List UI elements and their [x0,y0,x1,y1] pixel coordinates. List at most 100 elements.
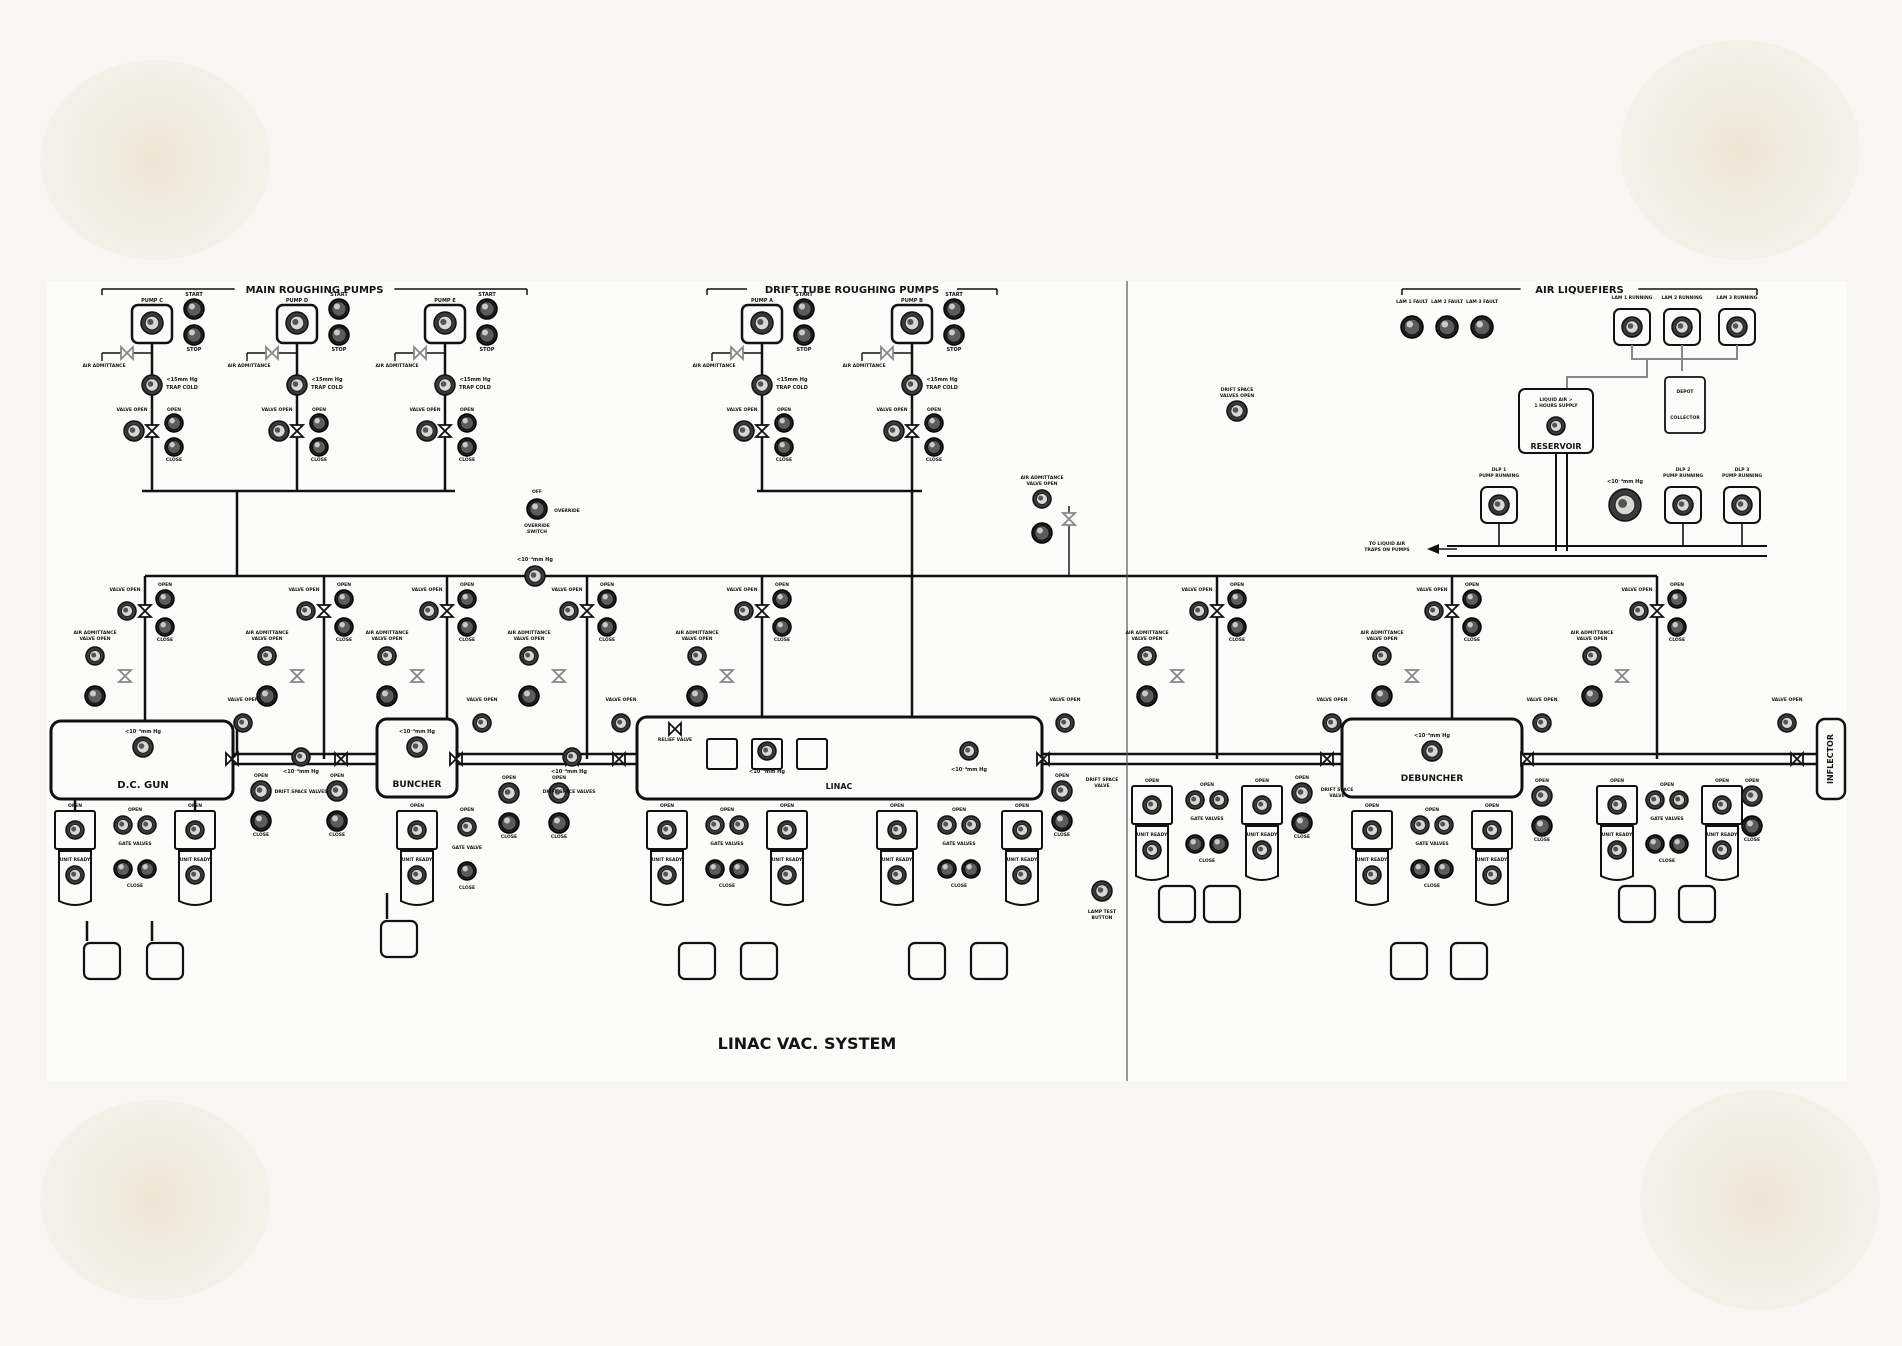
gate-valves-post-linac-close-label: CLOSE [1199,858,1215,864]
beam-valve-buncher-out [449,750,463,768]
drift-space-valves-label-2: DRIFT SPACE VALVES [543,789,596,795]
backing-pump-buncher [379,919,419,959]
lamp-reflection [147,318,154,325]
drift-valve-1-close-label: CLOSE [253,832,269,838]
pump-c-close-label: CLOSE [166,457,182,463]
button-cap [186,327,202,343]
lamp-reflection [757,381,764,387]
pump-station-buncher-unit-ready-label: UNIT READY [402,857,433,863]
lamp-reflection [1783,719,1789,725]
lamp-reflection [965,747,971,753]
beam-valve-debuncher-out [1520,750,1534,768]
button-highlight [462,594,468,600]
header-mask [1520,281,1639,295]
button-highlight [1674,839,1680,845]
button-highlight [90,690,96,697]
button-highlight [169,442,175,448]
button-cap [600,620,614,634]
button-highlight [1747,820,1753,827]
linac-port-1 [706,738,738,770]
pump-station-debuncher-2-open-label: OPEN [1485,803,1499,809]
beam-valve-open-label-inflector: VALVE OPEN [1772,697,1803,703]
lamp-reflection [1368,826,1374,832]
drift-space-pressure-2: <10⁻⁴mm Hg [551,769,587,775]
manifold-valve-dc-gun-open-label: OPEN [158,582,172,588]
lamp-reflection [783,826,789,832]
label-lam3_fault: LAM 3 FAULT [1466,299,1499,305]
manifold-valve-dc-gun-close-label: CLOSE [157,637,173,643]
lamp-reflection [554,789,561,795]
drift-valve-3-close-label: CLOSE [501,834,517,840]
pump-station-linac-3-open-label: OPEN [890,803,904,809]
to-traps-arrow [1427,544,1439,554]
button-cap [1230,620,1244,634]
relief-valve-label: RELIEF VALVE [658,737,692,743]
dlp-pressure-label: <10⁻⁴mm Hg [1607,479,1643,485]
button-cap [312,440,326,454]
lamp-reflection [1747,792,1754,798]
button-highlight [524,690,530,697]
pump-a-air-admittance-valve [730,344,744,362]
lamp-reflection [565,607,571,613]
pump-station-post-linac-2-open-label: OPEN [1255,778,1269,784]
air-admittance-buncher-label: AIR ADMITTANCE [365,630,408,636]
button-highlight [334,303,340,310]
manifold-valve-right-1-close-label: CLOSE [1229,637,1245,643]
off-label: OFF [532,489,542,495]
pump-station-buncher-open-label: OPEN [410,803,424,809]
lamp-reflection [1588,652,1594,658]
pump-c-stop-label: STOP [187,347,202,353]
lamp-reflection [1148,801,1154,807]
lamp-reflection [525,652,531,658]
button-highlight [532,503,538,510]
lamp-reflection [332,787,339,793]
air-admittance-dc-gun-label: AIR ADMITTANCE [73,630,116,636]
pump-station-linac-1-unit-ready-label: UNIT READY [652,857,683,863]
manifold-valve-linac [753,604,771,618]
collector-label: COLLECTOR [1670,415,1700,421]
button-cap [337,620,351,634]
label-lam1_running: LAM 1 RUNNING [1612,295,1653,301]
button-cap [927,440,941,454]
button-highlight [314,418,320,424]
manifold-valve-right-3 [1648,604,1666,618]
button-highlight [339,594,345,600]
pump-d-stop-label: STOP [332,347,347,353]
air-admittance-drift-2-valve [550,669,568,683]
linac-label: LINAC [826,782,853,791]
liquefier-lines [1566,345,1738,389]
pump-a-pressure-label: <15mm Hg [776,377,807,383]
pump-station-linac-3-unit-ready-label: UNIT READY [882,857,913,863]
button-cap [927,416,941,430]
manifold-valve-right-1 [1208,604,1226,618]
pump-c-label: PUMP C [141,298,163,304]
lamp-reflection [1416,821,1422,827]
dc-gun-pressure-label: <10⁻⁴mm Hg [125,729,161,735]
pump-c-valve-open-label: VALVE OPEN [117,407,148,413]
lamp-reflection [1440,821,1446,827]
pump-station-linac-2-open-label: OPEN [780,803,794,809]
button-cap [379,688,395,704]
air-admittance-linac-valve [718,669,736,683]
pump-c-open-label: OPEN [167,407,181,413]
manifold-valve-right-1-valve-open-label: VALVE OPEN [1182,587,1213,593]
button-cap [460,416,474,430]
air-admittance-right-1-label: VALVE OPEN [1132,636,1163,642]
button-highlight [602,594,608,600]
lamp-reflection [1061,719,1067,725]
gate-valves-post-debuncher-close-label: CLOSE [1659,858,1675,864]
lamp-reflection [1627,323,1634,329]
button-highlight [1297,817,1303,824]
button-cap [1465,592,1479,606]
pump-c-trap-cold-label: TRAP COLD [166,385,198,391]
lamp-reflection [1488,871,1494,877]
lamp-reflection [143,821,149,827]
button-highlight [1587,690,1593,697]
button-highlight [160,622,166,628]
gate-valves-gun-open-label: OPEN [128,807,142,813]
air-admittance-right-1-label: AIR ADMITTANCE [1125,630,1168,636]
pump-b-air-admittance-label: AIR ADMITTANCE [842,363,885,369]
label-lam1_fault: LAM 1 FAULT [1396,299,1429,305]
pump-e-main-valve [436,424,454,438]
